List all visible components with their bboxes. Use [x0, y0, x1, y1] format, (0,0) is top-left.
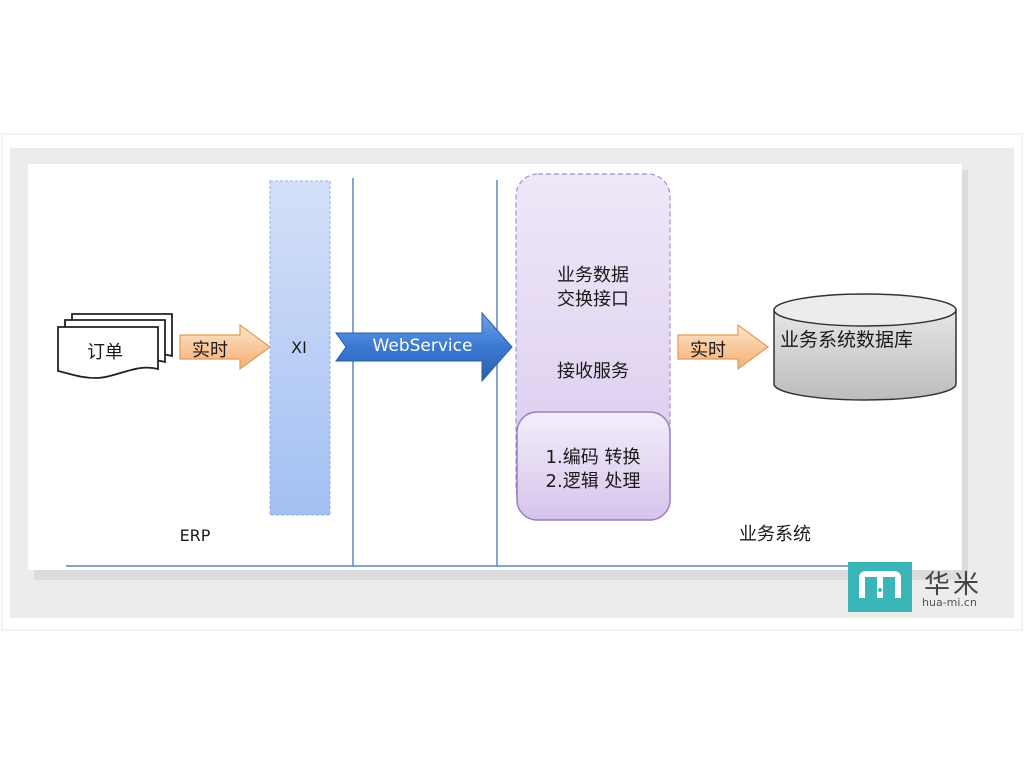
realtime-label-right: 实时 [690, 340, 726, 361]
watermark-brand-text: 华米 [924, 570, 983, 600]
webservice-label: WebService [372, 336, 473, 356]
business-system-label: 业务系统 [739, 524, 811, 545]
service-title-line1: 业务数据 [557, 265, 629, 286]
realtime-arrow-left [179, 323, 272, 371]
process-box [516, 411, 671, 521]
order-document-icon [57, 313, 173, 379]
service-receive-label: 接收服务 [557, 361, 629, 382]
xi-column [269, 180, 331, 516]
realtime-label-left: 实时 [192, 340, 228, 361]
watermark-logo-glyph [848, 562, 912, 612]
order-label: 订单 [87, 342, 123, 363]
xi-label: XI [291, 338, 307, 357]
watermark-url: hua-mi.cn [922, 596, 977, 609]
process-step-1: 1.编码 转换 [545, 447, 641, 468]
erp-label: ERP [179, 526, 211, 545]
webservice-arrow [335, 311, 513, 383]
database-label: 业务系统数据库 [780, 329, 914, 351]
process-step-2: 2.逻辑 处理 [545, 471, 641, 492]
service-title-line2: 交换接口 [557, 289, 629, 310]
realtime-arrow-right [677, 323, 770, 371]
watermark: 华米 hua-mi.cn [846, 560, 1004, 614]
database-cylinder [773, 293, 957, 401]
